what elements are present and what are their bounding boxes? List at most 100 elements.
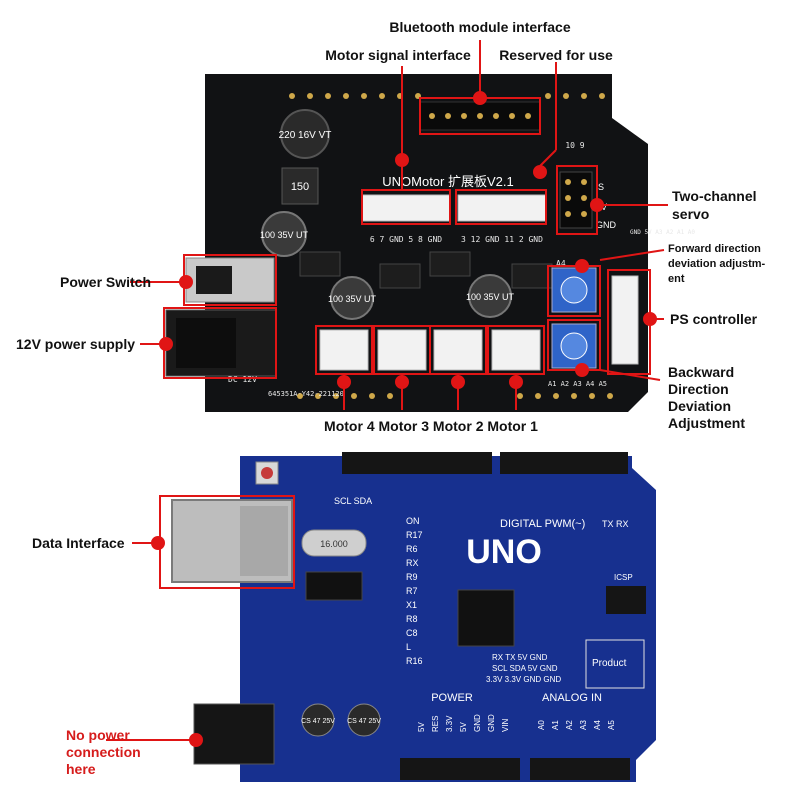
- svg-text:DC 12V: DC 12V: [228, 375, 257, 384]
- svg-text:POWER: POWER: [431, 692, 473, 704]
- label-motor-signal: Motor signal interface: [325, 47, 471, 63]
- digital-header-left: [342, 452, 492, 474]
- motor-signal-connector-left: [361, 194, 451, 222]
- label-ps-controller: PS controller: [670, 311, 758, 327]
- driver-chip-3: [429, 251, 471, 277]
- analog-header: [530, 758, 630, 780]
- capacitor-100uf-mid: 100 35V UT: [328, 276, 377, 320]
- svg-text:GND 5V A3 A2 A1 A0: GND 5V A3 A2 A1 A0: [630, 229, 695, 236]
- usb-serial-chip: [305, 571, 363, 601]
- motor-1-connector: [491, 329, 541, 371]
- svg-text:3.3V 3.3V GND GND: 3.3V 3.3V GND GND: [486, 675, 561, 684]
- label-forward-3: ent: [668, 273, 685, 285]
- svg-text:GND: GND: [473, 714, 482, 732]
- svg-text:RX: RX: [616, 519, 629, 529]
- label-forward-1: Forward direction: [668, 243, 761, 255]
- ps-controller-connector: GND 5V A3 A2 A1 A0: [611, 229, 695, 365]
- svg-text:A5: A5: [607, 720, 616, 730]
- shield-leaders: [130, 40, 668, 410]
- shield-bottom-header-holes: [297, 393, 613, 399]
- inductor: 150: [281, 167, 319, 205]
- driver-chip-1: [299, 251, 341, 277]
- uno-board: SCL SDA 16.000 ON R17 R6 RX R9 R7 X1 R8 …: [171, 452, 656, 782]
- svg-text:RX: RX: [406, 558, 419, 568]
- power-header: [400, 758, 520, 780]
- crystal-oscillator: 16.000: [301, 529, 367, 557]
- svg-text:A4: A4: [556, 259, 566, 268]
- capacitor-220uf: 220 16V VT: [279, 109, 332, 159]
- svg-text:VIN: VIN: [501, 718, 510, 732]
- svg-text:L: L: [406, 642, 411, 652]
- svg-text:5V: 5V: [459, 722, 468, 732]
- svg-text:S: S: [598, 182, 604, 192]
- svg-text:R9: R9: [406, 572, 418, 582]
- svg-text:150: 150: [291, 181, 309, 193]
- svg-text:100 35V UT: 100 35V UT: [260, 230, 309, 240]
- svg-text:3 12 GND 11 2 GND: 3 12 GND 11 2 GND: [461, 235, 543, 244]
- svg-text:100 35V UT: 100 35V UT: [466, 292, 515, 302]
- uno-leaders: [106, 536, 203, 747]
- svg-text:C8: C8: [406, 628, 418, 638]
- svg-text:R17: R17: [406, 530, 423, 540]
- svg-text:A3: A3: [579, 720, 588, 730]
- svg-text:X1: X1: [406, 600, 417, 610]
- capacitor-100uf-right: 100 35V UT: [466, 274, 515, 318]
- label-backward-2: Direction: [668, 381, 729, 397]
- label-no-power-1: No power: [66, 727, 130, 743]
- uno-title: UNO: [466, 533, 542, 571]
- uno-pcb: [240, 456, 656, 782]
- svg-text:SCL SDA: SCL SDA: [334, 496, 372, 506]
- label-motors: Motor 4 Motor 3 Motor 2 Motor 1: [324, 418, 538, 434]
- svg-text:6 7 GND 5 8 GND: 6 7 GND 5 8 GND: [370, 235, 442, 244]
- label-backward-1: Backward: [668, 364, 734, 380]
- dc-power-jack: DC 12V: [165, 309, 277, 384]
- product-block: [585, 639, 645, 689]
- analog-pin-labels: A0 A1 A2 A3 A4 A5: [537, 720, 616, 730]
- label-servo-1: Two-channel: [672, 188, 757, 204]
- uno-dc-jack: [193, 703, 275, 765]
- svg-text:A1 A2 A3 A4 A5: A1 A2 A3 A4 A5: [548, 380, 607, 388]
- svg-text:RX TX 5V GND: RX TX 5V GND: [492, 653, 548, 662]
- svg-text:3.3V: 3.3V: [445, 715, 454, 732]
- label-reserved: Reserved for use: [499, 47, 613, 63]
- label-servo-2: servo: [672, 206, 709, 222]
- svg-text:220 16V VT: 220 16V VT: [279, 130, 332, 141]
- svg-text:A1: A1: [551, 720, 560, 730]
- driver-chip-2: [379, 263, 421, 289]
- svg-text:A0: A0: [537, 720, 546, 730]
- motor-3-connector: [377, 329, 427, 371]
- microcontroller: [457, 589, 515, 647]
- servo-header: 10 9 S 5V GND: [559, 141, 617, 230]
- svg-text:CS 47 25V: CS 47 25V: [347, 718, 381, 725]
- motor-signal-connector-right: [457, 194, 547, 222]
- label-bluetooth: Bluetooth module interface: [389, 19, 570, 35]
- svg-text:ANALOG IN: ANALOG IN: [542, 692, 602, 704]
- svg-text:100 35V UT: 100 35V UT: [328, 294, 377, 304]
- digital-pwm-label: DIGITAL PWM(~): [500, 518, 585, 530]
- svg-text:10 9: 10 9: [565, 141, 584, 150]
- svg-text:Product: Product: [592, 658, 627, 669]
- svg-text:TX: TX: [602, 519, 614, 529]
- label-data-interface: Data Interface: [32, 535, 125, 551]
- label-backward-3: Deviation: [668, 398, 731, 414]
- svg-text:GND: GND: [487, 714, 496, 732]
- svg-text:16.000: 16.000: [320, 539, 348, 549]
- svg-text:645351A-Y42-221120: 645351A-Y42-221120: [268, 390, 344, 398]
- svg-text:A4: A4: [593, 720, 602, 730]
- label-no-power-3: here: [66, 761, 96, 777]
- motor-2-connector: [433, 329, 483, 371]
- shield-title: UNOMotor 扩展板V2.1: [382, 174, 513, 189]
- svg-text:R7: R7: [406, 586, 418, 596]
- driver-chip-4: [511, 263, 553, 289]
- digital-header-right: [500, 452, 628, 474]
- label-power-switch: Power Switch: [60, 274, 151, 290]
- svg-text:ON: ON: [406, 516, 420, 526]
- svg-text:R16: R16: [406, 656, 423, 666]
- label-no-power-2: connection: [66, 744, 141, 760]
- power-pin-labels: 5V RES 3.3V 5V GND GND VIN: [417, 714, 510, 732]
- label-backward-4: Adjustment: [668, 415, 745, 431]
- usb-b-port: [171, 499, 293, 583]
- svg-text:CS 47 25V: CS 47 25V: [301, 718, 335, 725]
- uno-side-labels: ON R17 R6 RX R9 R7 X1 R8 C8 L R16: [406, 516, 423, 666]
